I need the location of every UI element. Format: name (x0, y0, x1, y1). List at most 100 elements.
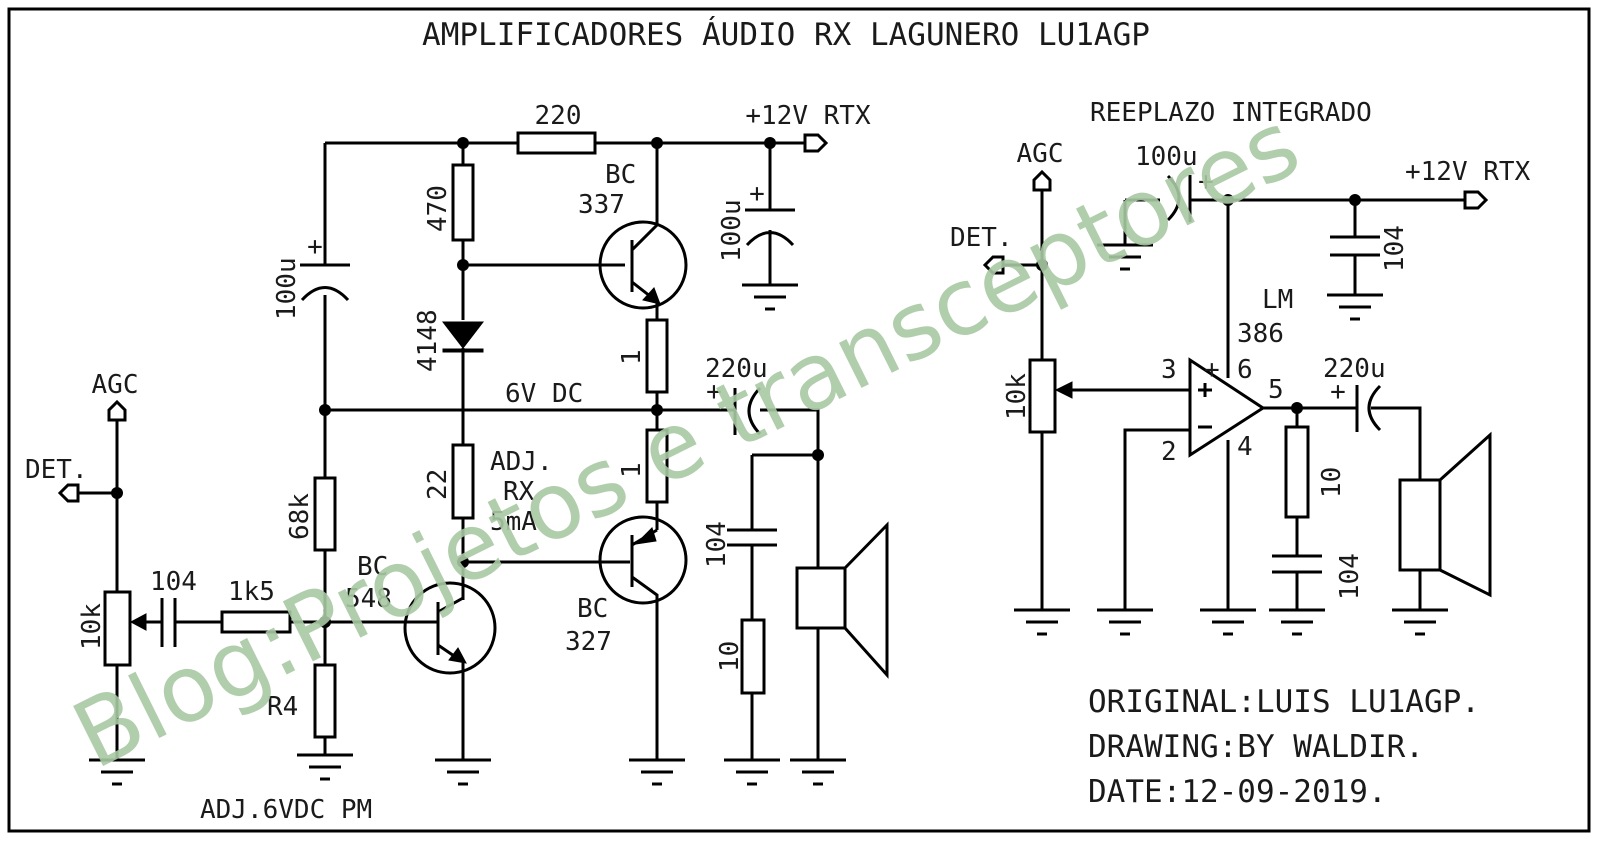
junction-dot (457, 137, 469, 149)
pot-wiper-arrow-right (1054, 381, 1073, 399)
resistor-1-lower (645, 428, 669, 504)
label-q1-l2: 337 (578, 190, 625, 220)
opamp-lm386 (1188, 357, 1266, 458)
cap-104-zobel-right (1272, 554, 1322, 574)
label-supply-right: +12V RTX (1405, 157, 1531, 187)
label-r-22: 22 (423, 469, 453, 500)
resistor-470 (451, 163, 475, 242)
cap-104-input (160, 598, 177, 647)
cap-220u-output (733, 386, 762, 436)
label-cap-plus-right: + (1198, 167, 1214, 197)
frame-border (7, 7, 1591, 833)
label-q3-l2: 327 (565, 627, 612, 657)
cap-100u-supply (745, 143, 795, 285)
label-cap-100u-supply: 100u (717, 199, 747, 262)
integrated-heading: REEPLAZO INTEGRADO (1090, 98, 1372, 128)
wire-opamp-pins (1123, 406, 1422, 610)
label-cap-plus-supply: + (749, 179, 765, 209)
label-r-e1: 1 (617, 349, 647, 365)
potentiometer-10k (103, 590, 132, 667)
ground-icon (1392, 608, 1448, 636)
ground-icon (790, 758, 846, 786)
label-q3-l1: BC (577, 594, 608, 624)
ground-icon (89, 758, 145, 786)
wire-input (62, 420, 325, 760)
junction-dot (457, 556, 469, 568)
label-pin-plus: + (1204, 355, 1220, 385)
ground-icon (1200, 608, 1256, 636)
junction-dot (457, 259, 469, 271)
agc-arrow-right (1032, 169, 1052, 192)
ground-icon (629, 758, 685, 786)
label-adj-note: ADJ.6VDC PM (200, 795, 372, 825)
credit-drawing: DRAWING:BY WALDIR. (1088, 729, 1424, 765)
supply-arrow (803, 133, 829, 153)
ground-icon (1097, 608, 1153, 636)
label-pin2: 2 (1161, 437, 1177, 467)
title: AMPLIFICADORES ÁUDIO RX LAGUNERO LU1AGP (422, 17, 1150, 53)
label-ic-l2: 386 (1237, 319, 1284, 349)
junction-dot (1222, 194, 1234, 206)
label-r-470: 470 (423, 185, 453, 232)
wire-bias-column (461, 143, 625, 600)
label-adj-2: RX (503, 477, 535, 507)
integrated-amplifier: REEPLAZO INTEGRADO AGC DET. 10k 100u + +… (950, 98, 1531, 610)
transistor-bc548 (325, 562, 497, 760)
label-r-1k5: 1k5 (228, 577, 275, 607)
junction-dot (319, 616, 331, 628)
label-ic-l1: LM (1262, 285, 1293, 315)
label-supply: +12V RTX (745, 101, 871, 131)
label-adj-1: ADJ. (490, 447, 553, 477)
label-cap-plus-out: + (706, 377, 722, 407)
label-pot-right: 10k (1002, 373, 1032, 420)
ground-icon (1014, 608, 1070, 636)
label-r-220: 220 (535, 101, 582, 131)
resistor-220 (516, 131, 597, 155)
junction-dot (651, 137, 663, 149)
ground-icon (1269, 608, 1325, 636)
diode-4148 (441, 321, 485, 353)
resistor-10-right (1284, 425, 1310, 519)
resistor-10-zobel (740, 618, 766, 695)
label-cap-in: 104 (150, 567, 197, 597)
label-r-68k: 68k (285, 493, 315, 540)
det-arrow (57, 483, 80, 503)
ground-icon (724, 758, 780, 786)
label-rail: 6V DC (505, 379, 583, 409)
label-q1-l1: BC (605, 160, 636, 190)
label-agc-right: AGC (1017, 139, 1064, 169)
junction-dot (1036, 259, 1048, 271)
label-cap-220u-right: 220u (1323, 354, 1386, 384)
ground-symbols (89, 243, 1448, 786)
junction-dot (812, 449, 824, 461)
resistor-1-upper (645, 318, 669, 394)
label-r-e2: 1 (617, 462, 647, 478)
junction-dots (111, 137, 1361, 628)
label-cap-zobel-right: 104 (1335, 553, 1365, 600)
label-r-zobel-right: 10 (1317, 467, 1347, 498)
cap-100u-left (300, 263, 350, 302)
ground-icon (435, 758, 491, 786)
agc-arrow (107, 399, 127, 422)
ground-icon (742, 283, 798, 311)
label-cap-100u-left: 100u (272, 257, 302, 320)
label-cap-plus-left: + (307, 232, 323, 262)
ground-icon (1097, 243, 1153, 271)
junction-dot (764, 137, 776, 149)
label-pin5: 5 (1268, 375, 1284, 405)
label-cap-bypass: 104 (1380, 225, 1410, 272)
wire-input-right (1003, 190, 1190, 610)
transistor-bc337 (598, 143, 688, 310)
cap-104-bypass (1330, 235, 1380, 257)
label-cap-plus-out-right: + (1330, 377, 1346, 407)
det-arrow-right (982, 255, 1005, 275)
credit-date: DATE:12-09-2019. (1088, 774, 1387, 810)
wire-supply-right (1123, 198, 1465, 378)
cap-104-zobel (727, 528, 777, 547)
cap-220u-right (1355, 384, 1382, 432)
resistor-1k5 (220, 610, 292, 634)
label-pin4: 4 (1237, 432, 1253, 462)
supply-arrow-right (1463, 190, 1489, 210)
label-det-right: DET. (950, 223, 1013, 253)
